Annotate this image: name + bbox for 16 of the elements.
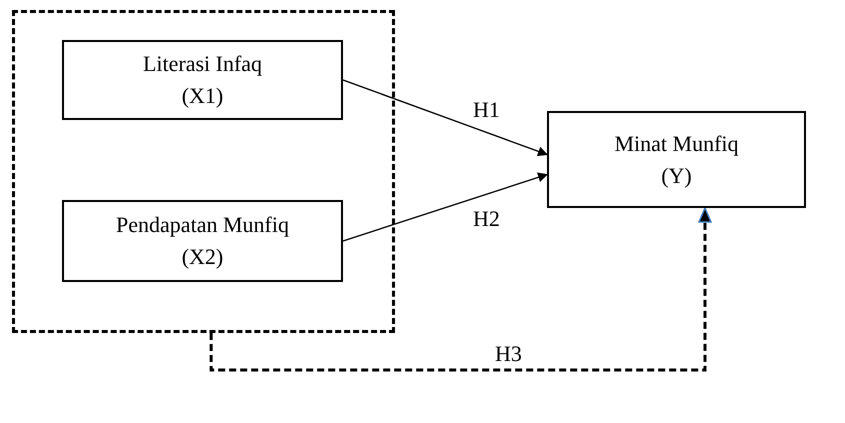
variable-label: (X1) — [182, 82, 224, 110]
variable-label: Literasi Infaq — [142, 50, 262, 78]
variable-label: (Y) — [661, 162, 692, 190]
variable-box — [62, 200, 343, 282]
edge-label: H2 — [473, 205, 500, 233]
variable-box — [62, 40, 343, 120]
variable-label: (X2) — [182, 243, 224, 271]
edge-label: H3 — [495, 340, 522, 368]
arrow — [342, 79, 548, 156]
arrow — [342, 172, 548, 242]
group-box — [12, 10, 395, 333]
edge-label: H1 — [473, 96, 500, 124]
variable-box — [547, 111, 806, 208]
variable-label: Minat Munfiq — [614, 130, 739, 158]
variable-label: Pendapatan Munfiq — [116, 211, 289, 239]
arrow — [210, 207, 712, 372]
